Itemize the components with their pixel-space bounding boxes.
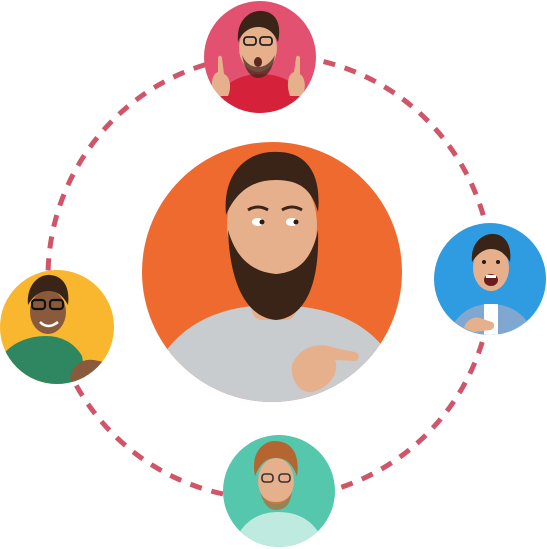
right-avatar	[434, 223, 546, 335]
bottom-avatar	[223, 435, 335, 547]
left-avatar	[0, 270, 114, 384]
top-avatar	[204, 1, 316, 113]
center-avatar	[142, 142, 402, 402]
